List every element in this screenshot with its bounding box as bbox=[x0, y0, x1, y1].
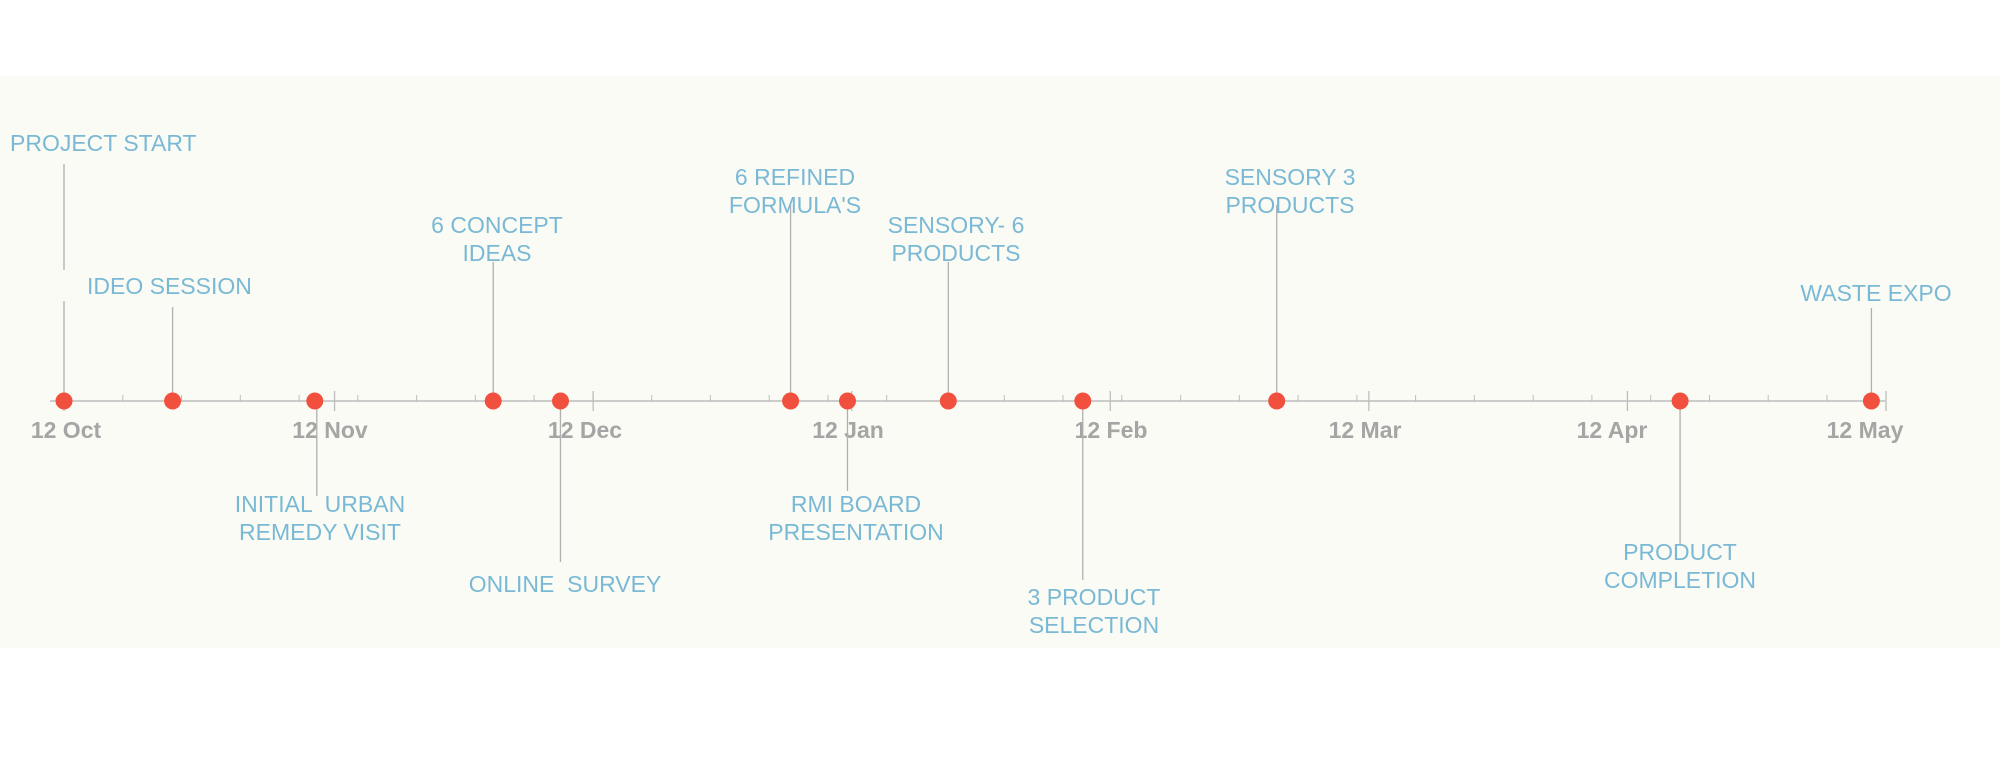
milestone-label: PRODUCT COMPLETION bbox=[1603, 539, 1757, 593]
milestone-label: SENSORY- 6 PRODUCTS bbox=[887, 212, 1025, 266]
axis-month-label: 12 Apr bbox=[1577, 417, 1648, 443]
milestone-label: WASTE EXPO bbox=[1800, 280, 1952, 306]
milestone-label: IDEO SESSION bbox=[87, 273, 252, 299]
milestone-dot bbox=[782, 392, 800, 410]
milestone-dot bbox=[1862, 392, 1880, 410]
milestone-label: INITIAL URBAN REMEDY VISIT bbox=[234, 491, 406, 545]
milestone-label: 3 PRODUCT SELECTION bbox=[1027, 584, 1161, 638]
axis-month-label: 12 Nov bbox=[292, 417, 368, 443]
milestone-dot bbox=[1074, 392, 1092, 410]
axis-month-label: 12 Feb bbox=[1075, 417, 1148, 443]
timeline-panel bbox=[0, 76, 2000, 648]
milestone-label: PROJECT START bbox=[10, 130, 197, 156]
axis-month-label: 12 Oct bbox=[31, 417, 102, 443]
connector-group bbox=[63, 164, 1873, 580]
milestone-dot bbox=[939, 392, 957, 410]
axis-month-label: 12 May bbox=[1827, 417, 1904, 443]
milestone-dot bbox=[1671, 392, 1689, 410]
milestone-dot bbox=[552, 392, 569, 410]
milestone-dot bbox=[306, 392, 324, 410]
axis-month-label: 12 Mar bbox=[1329, 417, 1402, 443]
milestone-dot bbox=[484, 392, 502, 410]
milestone-label: ONLINE SURVEY bbox=[468, 571, 662, 597]
milestone-label: SENSORY 3 PRODUCTS bbox=[1224, 164, 1356, 218]
milestone-dot bbox=[839, 392, 856, 410]
milestone-label: 6 REFINED FORMULA'S bbox=[728, 164, 862, 218]
axis-month-label: 12 Dec bbox=[548, 417, 622, 443]
milestone-label: RMI BOARD PRESENTATION bbox=[768, 491, 944, 545]
milestone-dot bbox=[1268, 392, 1286, 410]
milestone-label: 6 CONCEPT IDEAS bbox=[431, 212, 563, 266]
milestone-dot-group bbox=[55, 392, 1880, 410]
milestone-dot bbox=[55, 392, 73, 410]
milestone-dot bbox=[164, 392, 182, 410]
